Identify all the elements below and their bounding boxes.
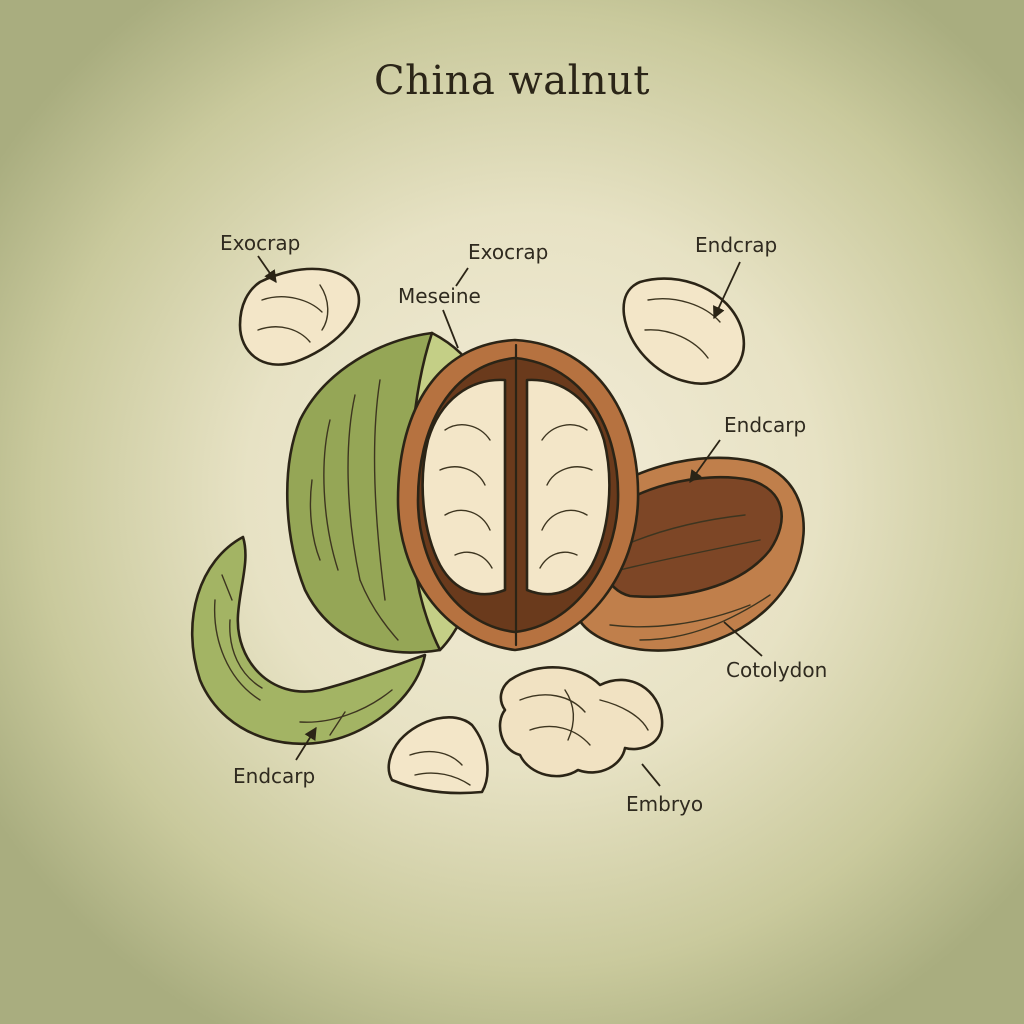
kernel-piece-top-right: [622, 277, 746, 385]
leader-lines: [257, 255, 763, 787]
label-exocrap-left: Exocrap: [220, 231, 301, 255]
label-exocrap-top: Exocrap: [468, 240, 549, 264]
husk-curl-piece: [190, 535, 427, 746]
kernel-piece-small: [387, 716, 489, 795]
label-endcarp-bottom: Endcarp: [233, 764, 316, 788]
label-cotolydon: Cotolydon: [726, 658, 828, 682]
diagram-title: China walnut: [374, 58, 650, 104]
label-endcrap-right: Endcrap: [695, 233, 778, 257]
label-embryo: Embryo: [626, 792, 704, 816]
label-meseine: Meseine: [398, 284, 481, 308]
walnut-cross-section: [396, 338, 640, 652]
label-endcarp-right: Endcarp: [724, 413, 807, 437]
embryo-kernel: [498, 665, 664, 778]
kernel-piece-top-left: [238, 267, 361, 366]
